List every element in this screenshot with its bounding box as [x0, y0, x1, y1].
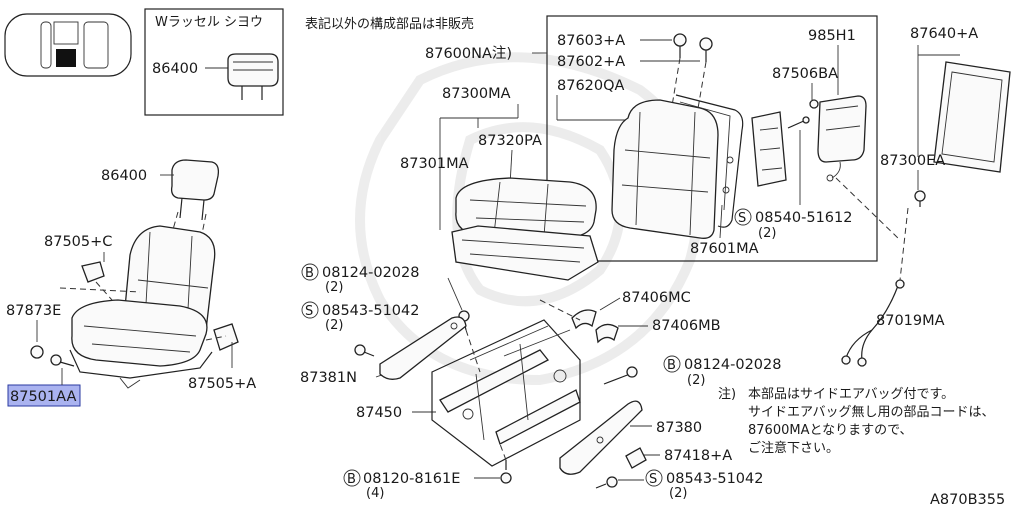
qty-08124-a: (2)	[325, 280, 343, 295]
cover-87505A	[213, 323, 239, 351]
b-letter-3: B	[347, 472, 356, 487]
s-letter-3: S	[649, 472, 657, 487]
nut-87506BA	[809, 99, 819, 109]
label-87505C: 87505+C	[44, 234, 112, 250]
label-87505A: 87505+A	[188, 376, 256, 392]
label-87406MC: 87406MC	[622, 290, 691, 306]
label-08543-51042-a: 08543-51042	[322, 303, 420, 319]
s-circle-mark	[734, 208, 752, 226]
label-87501AA[interactable]: 87501AA	[10, 389, 76, 405]
cushion-frame-87301MA	[451, 225, 599, 281]
label-87380: 87380	[656, 420, 702, 436]
label-87620QA: 87620QA	[557, 78, 625, 94]
seatback-box	[546, 15, 878, 262]
airbag-module-985H1	[817, 95, 867, 182]
qty-08120: (4)	[366, 486, 384, 501]
cover-87380	[559, 400, 643, 475]
label-87640A: 87640+A	[910, 26, 978, 42]
seatback-frame	[675, 94, 744, 228]
clip-87300EA	[914, 190, 926, 207]
qty-08540: (2)	[758, 226, 776, 241]
inset-box	[144, 8, 284, 116]
qty-08124-b: (2)	[687, 373, 705, 388]
label-87601MA: 87601MA	[690, 241, 759, 257]
screw-08543-b	[595, 476, 618, 489]
label-87418A: 87418+A	[664, 448, 732, 464]
back-panel-87640A	[933, 61, 1011, 173]
screw-08540	[787, 116, 810, 129]
label-87873E: 87873E	[6, 303, 61, 319]
label-87600NA: 87600NA注)	[425, 45, 512, 62]
note-not-for-sale: 表記以外の構成部品は非販売	[305, 16, 474, 32]
label-87406MB: 87406MB	[652, 318, 721, 334]
label-87300MA: 87300MA	[442, 86, 511, 102]
inset-headrest	[227, 53, 279, 100]
b-circle-mark-3	[343, 469, 361, 487]
cover-87381N	[379, 316, 467, 380]
headrest-86400	[170, 159, 220, 221]
seat-assembly	[69, 225, 216, 389]
label-08543-51042-b: 08543-51042	[666, 471, 764, 487]
label-87320PA: 87320PA	[478, 133, 542, 149]
cap-87418A	[625, 447, 647, 469]
label-87301MA: 87301MA	[400, 156, 469, 172]
qty-08543-b: (2)	[669, 486, 687, 501]
label-87019MA: 87019MA	[876, 313, 945, 329]
label-87602A: 87602+A	[557, 54, 625, 70]
label-08124-02028-a: 08124-02028	[322, 265, 420, 281]
footnote-line1: 本部品はサイドエアバッグ付です。	[748, 387, 954, 402]
clip-87602A	[699, 37, 713, 62]
clip-87603A	[673, 33, 687, 58]
s-letter-1: S	[738, 211, 746, 226]
car-seat-position-icon	[4, 13, 132, 77]
s-circle-mark-2	[301, 301, 319, 319]
cover-87505C	[81, 261, 105, 283]
bolt-08120	[500, 460, 512, 484]
seatback-cushion-87620QA	[611, 99, 719, 239]
inset-title: Wラッセル シヨウ	[155, 15, 263, 30]
label-08120-8161E: 08120-8161E	[363, 471, 460, 487]
b-circle-mark-2	[663, 355, 681, 373]
footnote-line3: 87600MAとなりますので、	[748, 423, 913, 438]
bushing-87406MB	[595, 323, 619, 344]
b-letter-1: B	[305, 266, 314, 281]
b-circle-mark-1	[301, 263, 319, 281]
inset-part-label: 86400	[152, 61, 198, 77]
label-86400: 86400	[101, 168, 147, 184]
footnote-line4: ご注意下さい。	[748, 440, 839, 456]
cap-87873E	[30, 345, 44, 359]
s-circle-mark-3	[645, 469, 663, 487]
s-letter-2: S	[305, 304, 313, 319]
label-08540-51612: 08540-51612	[755, 210, 853, 226]
seat-rail-87450	[431, 319, 581, 467]
highlight-87501AA[interactable]	[7, 384, 81, 407]
label-87603A: 87603+A	[557, 33, 625, 49]
bolt-87501AA	[50, 354, 75, 367]
screw-08543-a	[354, 344, 375, 357]
harness-87019MA	[841, 279, 905, 367]
label-87506BA: 87506BA	[772, 66, 838, 82]
bolt-08124-b	[603, 366, 638, 385]
diagram-code: A870B355	[930, 492, 1005, 508]
label-08124-02028-b: 08124-02028	[684, 357, 782, 373]
b-letter-2: B	[667, 358, 676, 373]
bushing-87406MC	[571, 309, 597, 330]
footnote-line2: サイドエアバッグ無し用の部品コードは、	[748, 405, 994, 420]
label-87450: 87450	[356, 405, 402, 421]
airbag-bracket	[751, 111, 787, 187]
label-87381N: 87381N	[300, 370, 357, 386]
label-985H1: 985H1	[808, 28, 856, 44]
qty-08543-a: (2)	[325, 318, 343, 333]
label-87300EA: 87300EA	[880, 153, 945, 169]
footnote-prefix: 注)	[718, 387, 736, 402]
